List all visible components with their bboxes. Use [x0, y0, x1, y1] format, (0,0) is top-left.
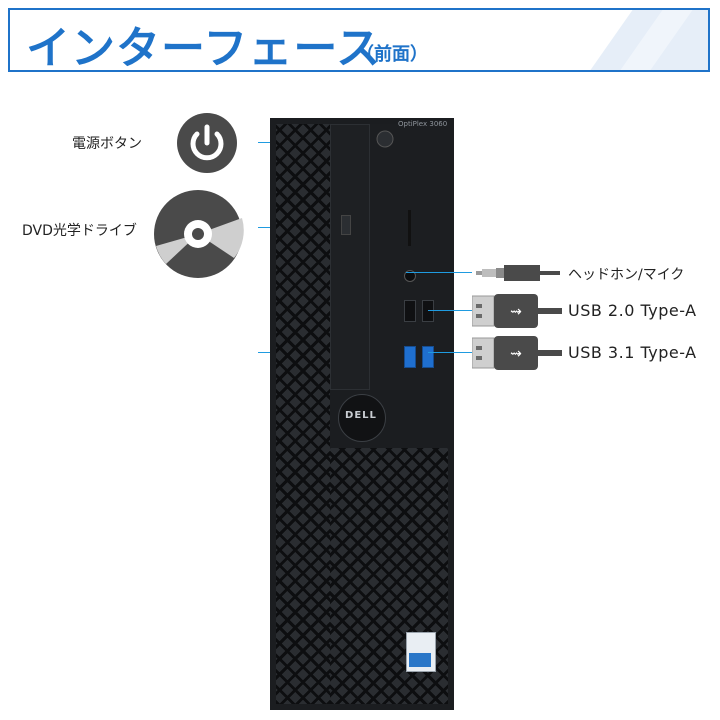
power-icon	[176, 112, 238, 174]
dell-logo-text: DELL	[345, 410, 377, 421]
usb2-port-1[interactable]	[404, 300, 416, 322]
usb3-right-leader-line	[428, 352, 472, 353]
front-power-button[interactable]	[376, 130, 394, 148]
front-mesh-left	[276, 124, 330, 704]
usb2-label: USB 2.0 Type-A	[568, 301, 697, 320]
usb3-port-2[interactable]	[422, 346, 434, 368]
power-button-label: 電源ボタン	[72, 136, 142, 152]
svg-text:⇝: ⇝	[510, 304, 522, 320]
usb-plug-icon: ⇝	[471, 334, 562, 372]
front-port-panel	[370, 124, 450, 390]
pc-tower: OptiPlex 3060 DELL	[270, 118, 454, 710]
usb2-port-2[interactable]	[422, 300, 434, 322]
disc-icon	[152, 188, 244, 280]
audio-jack[interactable]	[404, 270, 416, 282]
dell-logo-badge	[338, 394, 386, 442]
intel-sticker	[406, 632, 436, 672]
svg-text:⇝: ⇝	[510, 346, 522, 362]
usb-plug-icon: ⇝	[471, 292, 562, 330]
model-name: OptiPlex 3060	[398, 120, 448, 128]
card-slot	[408, 210, 411, 246]
usb3-label: USB 3.1 Type-A	[568, 343, 697, 362]
page-subtitle: （前面）	[356, 44, 428, 65]
usb3-port-1[interactable]	[404, 346, 416, 368]
header-banner: インターフェース （前面）	[8, 8, 710, 72]
headphone-label: ヘッドホン/マイク	[568, 267, 685, 283]
eject-button[interactable]	[341, 215, 351, 235]
page-title: インターフェース	[26, 23, 382, 72]
optical-drive-bay	[330, 124, 370, 390]
dvd-drive-label: DVD光学ドライブ	[22, 223, 137, 239]
audio-jack-icon	[476, 262, 560, 284]
headphone-leader-line	[406, 272, 472, 273]
usb2-leader-line	[428, 310, 472, 311]
